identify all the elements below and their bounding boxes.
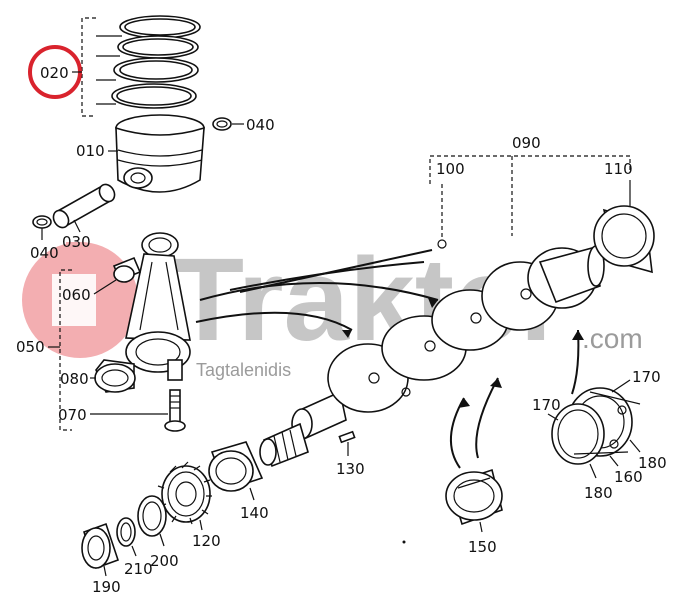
o-ring	[116, 517, 136, 547]
callout-200[interactable]: 200	[150, 533, 179, 570]
callout-080[interactable]: 080	[60, 370, 96, 388]
callout-140[interactable]: 140	[240, 487, 269, 522]
piston-rings	[96, 15, 201, 109]
collar	[81, 522, 120, 570]
callout-070[interactable]: 070	[58, 406, 168, 424]
piston-pin	[52, 183, 116, 229]
callout-label: 020	[40, 64, 69, 82]
callout-170-left[interactable]: 170	[532, 396, 561, 421]
callout-130[interactable]: 130	[336, 442, 365, 478]
brand-logo-icon	[22, 242, 138, 358]
callout-170-right[interactable]: 170	[611, 368, 661, 393]
callout-label: 160	[614, 468, 643, 486]
crank-gear	[157, 461, 212, 525]
callout-label: 090	[512, 134, 541, 152]
callout-label: 210	[124, 560, 153, 578]
thrust-washer	[137, 495, 167, 537]
small-end-bushing	[112, 256, 142, 283]
front-bearing	[208, 441, 264, 492]
callout-label: 050	[16, 338, 45, 356]
crankshaft-front	[259, 422, 309, 468]
callout-160[interactable]: 160	[609, 455, 643, 486]
callout-label: 180	[584, 484, 613, 502]
callout-label: 170	[532, 396, 561, 414]
callout-190[interactable]: 190	[92, 565, 121, 596]
callout-label: 040	[246, 116, 275, 134]
callout-label: 060	[62, 286, 91, 304]
stray-dot	[402, 540, 406, 544]
connecting-rod	[125, 232, 191, 381]
main-bearing-rear	[593, 205, 655, 274]
callout-label: 140	[240, 504, 269, 522]
callout-030[interactable]: 030	[62, 219, 91, 251]
crankshaft	[291, 239, 605, 440]
rod-bearing	[94, 359, 136, 393]
callout-120[interactable]: 120	[192, 519, 221, 550]
callout-040-lower[interactable]: 040	[30, 228, 59, 262]
callout-040-upper[interactable]: 040	[232, 116, 275, 134]
key	[338, 430, 356, 444]
callout-label: 120	[192, 532, 221, 550]
callout-label: 110	[604, 160, 633, 178]
callout-010[interactable]: 010	[76, 142, 118, 160]
callout-180-right[interactable]: 180	[629, 439, 667, 472]
callout-110[interactable]: 110	[604, 160, 633, 206]
callout-label: 200	[150, 552, 179, 570]
callout-label: 180	[638, 454, 667, 472]
main-bearing-case	[551, 387, 641, 465]
callout-020[interactable]: 020	[28, 45, 82, 99]
callout-180-bottom[interactable]: 180	[584, 463, 613, 502]
callout-label: 040	[30, 244, 59, 262]
callout-label: 130	[336, 460, 365, 478]
callout-label: 010	[76, 142, 105, 160]
callout-210[interactable]: 210	[124, 545, 153, 578]
watermark-tagline: Tagtalenidis	[196, 360, 291, 380]
circlip-left	[32, 215, 52, 229]
callout-090[interactable]: 090	[429, 134, 631, 236]
watermark-domain: .com	[582, 323, 643, 354]
callout-label: 100	[436, 160, 465, 178]
callout-label: 070	[58, 406, 87, 424]
circlip-right	[212, 117, 232, 131]
callout-060[interactable]: 060	[62, 279, 117, 304]
callout-150[interactable]: 150	[468, 521, 497, 556]
rod-group-bracket	[59, 269, 72, 431]
callout-050[interactable]: 050	[16, 338, 60, 356]
callout-label: 190	[92, 578, 121, 596]
ring-group-bracket	[81, 17, 96, 117]
callout-100[interactable]: 100	[436, 160, 465, 240]
callout-label: 080	[60, 370, 89, 388]
rod-bolt	[164, 389, 186, 432]
assembly-arrows	[195, 249, 584, 469]
callout-label: 150	[468, 538, 497, 556]
center-bearing	[445, 468, 503, 526]
piston	[115, 114, 205, 193]
callout-label: 030	[62, 233, 91, 251]
callout-label: 170	[632, 368, 661, 386]
